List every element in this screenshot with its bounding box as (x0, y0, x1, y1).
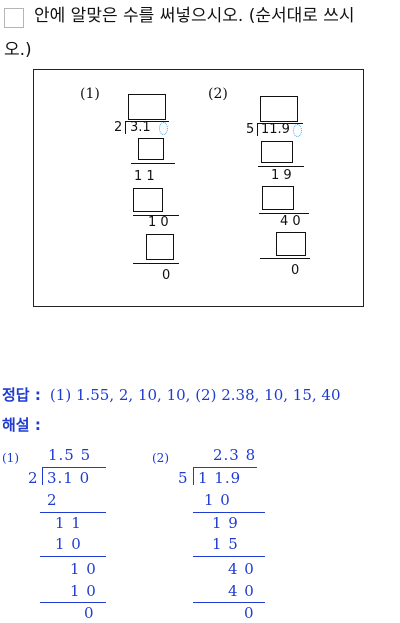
solution-2-quotient: 2.3 8 (213, 446, 257, 464)
division-bracket (257, 123, 258, 136)
subtraction-line (40, 512, 106, 513)
question-line-2: 오.) (4, 40, 32, 60)
solution-2-row: 1 0 (204, 491, 231, 509)
solution-2-row: 1 5 (212, 535, 239, 553)
solution-2-row: 4 0 (228, 582, 255, 600)
remainder-3: 0 (162, 268, 171, 283)
remainder-2: 1 0 (148, 215, 169, 230)
product-blank-3[interactable] (146, 234, 174, 260)
dividend: 3.1 (130, 120, 151, 135)
hidden-zero-mark (159, 122, 168, 135)
solution-1-row: 2 (47, 491, 58, 509)
subtraction-line (258, 166, 304, 167)
division-bar (193, 467, 257, 468)
subtraction-line (193, 512, 265, 513)
solution-2-row: 4 0 (228, 560, 255, 578)
solution-1-label: (1) (2, 451, 19, 465)
subtraction-line (133, 215, 179, 216)
solution-2-row: 0 (244, 604, 255, 622)
solution-label: 해설 : (2, 416, 41, 434)
dividend: 11.9 (261, 122, 290, 137)
subtraction-line (133, 263, 179, 264)
remainder-2: 4 0 (280, 214, 301, 229)
remainder-3: 0 (291, 263, 300, 278)
product-blank-2[interactable] (262, 186, 294, 210)
product-blank-3[interactable] (276, 232, 306, 256)
subtraction-line (260, 258, 310, 259)
divisor: 2 (114, 120, 123, 135)
division-bar (257, 123, 303, 124)
division-bracket (42, 467, 43, 485)
product-blank-2[interactable] (133, 188, 163, 212)
product-blank-1[interactable] (261, 141, 293, 163)
answer-blank-icon (4, 8, 24, 28)
solution-1-row: 1 0 (55, 535, 82, 553)
problem-1-label: (1) (80, 86, 100, 102)
answer-label: 정답 : (2, 386, 41, 404)
subtraction-line (193, 556, 265, 557)
solution-2-divisor: 5 (178, 469, 189, 487)
solution-1-row: 0 (84, 604, 95, 622)
remainder-1: 1 1 (134, 169, 155, 184)
quotient-blank-1[interactable] (260, 96, 298, 122)
division-bracket (125, 121, 126, 134)
problem-2-label: (2) (208, 86, 228, 102)
question-line-1: 안에 알맞은 수를 써넣으시오. (순서대로 쓰시 (34, 6, 355, 26)
answer-text: (1) 1.55, 2, 10, 10, (2) 2.38, 10, 15, 4… (49, 386, 341, 404)
solution-1-dividend: 3.1 0 (47, 469, 91, 487)
division-bar (125, 121, 169, 122)
subtraction-line (193, 602, 265, 603)
solution-2-row: 1 9 (212, 514, 239, 532)
solution-1-row: 1 0 (70, 582, 97, 600)
quotient-blank-1[interactable] (128, 94, 166, 120)
subtraction-line (40, 602, 106, 603)
solution-1-row: 1 1 (55, 514, 82, 532)
problem-figure: (1) 2 3.1 1 1 1 0 0 (2) 5 11.9 1 9 4 0 0 (33, 69, 364, 307)
solution-1-divisor: 2 (28, 469, 39, 487)
solution-1-row: 1 0 (70, 560, 97, 578)
solution-2-label: (2) (152, 451, 169, 465)
solution-1-quotient: 1.5 5 (48, 446, 92, 464)
subtraction-line (259, 213, 309, 214)
answer-row: 정답 : (1) 1.55, 2, 10, 10, (2) 2.38, 10, … (2, 384, 340, 405)
division-bar (42, 467, 106, 468)
subtraction-line (40, 556, 106, 557)
remainder-1: 1 9 (271, 168, 292, 183)
hidden-zero-mark (293, 124, 302, 137)
subtraction-line (131, 163, 175, 164)
product-blank-1[interactable] (138, 138, 164, 160)
division-bracket (193, 467, 194, 485)
divisor: 5 (246, 122, 255, 137)
solution-2-dividend: 1 1.9 (198, 469, 242, 487)
